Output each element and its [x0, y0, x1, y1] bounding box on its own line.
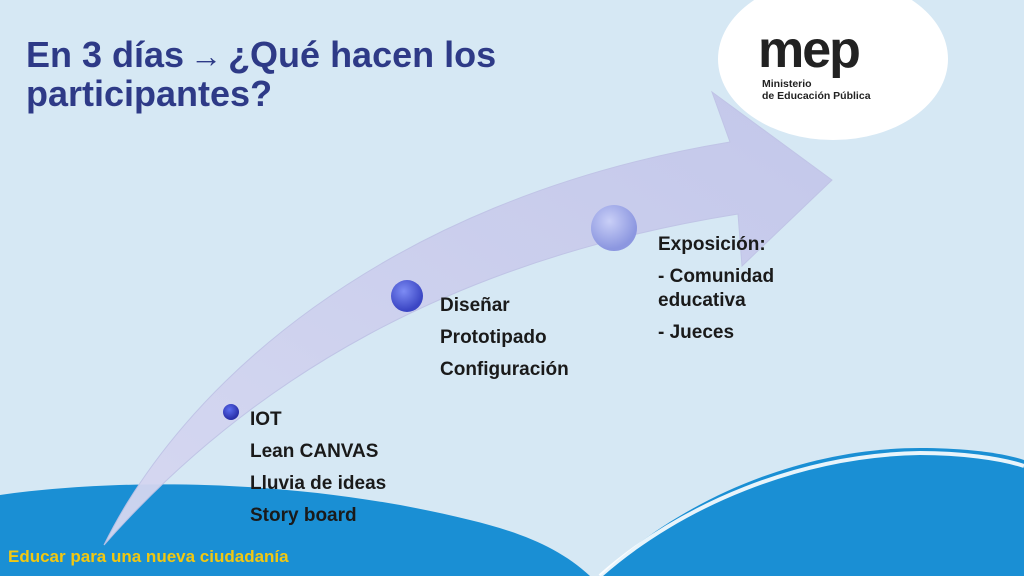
stage-2-dot	[391, 280, 423, 312]
title-part-2: ¿Qué hacen los participantes?	[26, 34, 497, 114]
title-part-1: En 3 días	[26, 34, 185, 75]
slide-title: En 3 días→¿Qué hacen los participantes?	[26, 36, 666, 113]
wave-highlight	[598, 450, 1024, 576]
logo-subtitle: Ministerio de Educación Pública	[762, 78, 871, 102]
stage-3-dot	[591, 205, 637, 251]
wave-left	[0, 484, 590, 576]
stage-1-dot	[223, 404, 239, 420]
stage-2-item: Configuración	[440, 359, 569, 380]
stage-1-list: IOT Lean CANVAS Lluvia de ideas Story bo…	[250, 404, 386, 532]
stage-1-item: Lluvia de ideas	[250, 473, 387, 494]
footer-slogan: Educar para una nueva ciudadanía	[8, 547, 289, 566]
logo-line-1: Ministerio	[762, 78, 812, 90]
stage-3-list: Exposición: - Comunidad educativa - Juec…	[658, 233, 828, 345]
logo-background	[718, 0, 948, 140]
stage-2-item: Prototipado	[440, 327, 547, 348]
logo-line-2: de Educación Pública	[762, 90, 871, 102]
stage-2-item: Diseñar	[440, 295, 510, 316]
title-arrow: →	[190, 38, 223, 74]
wave-right	[600, 448, 1024, 576]
stage-3-item: - Comunidad educativa	[658, 266, 775, 311]
stage-1-item: Lean CANVAS	[250, 441, 379, 462]
stage-1-item: Story board	[250, 505, 357, 526]
stage-1-item: IOT	[250, 409, 282, 430]
stage-2-list: Diseñar Prototipado Configuración	[440, 290, 569, 386]
stage-3-item: - Jueces	[658, 322, 735, 343]
stage-3-item: Exposición:	[658, 234, 766, 255]
mep-logo: mep	[758, 21, 861, 79]
progress-arrow-shape	[103, 90, 833, 546]
